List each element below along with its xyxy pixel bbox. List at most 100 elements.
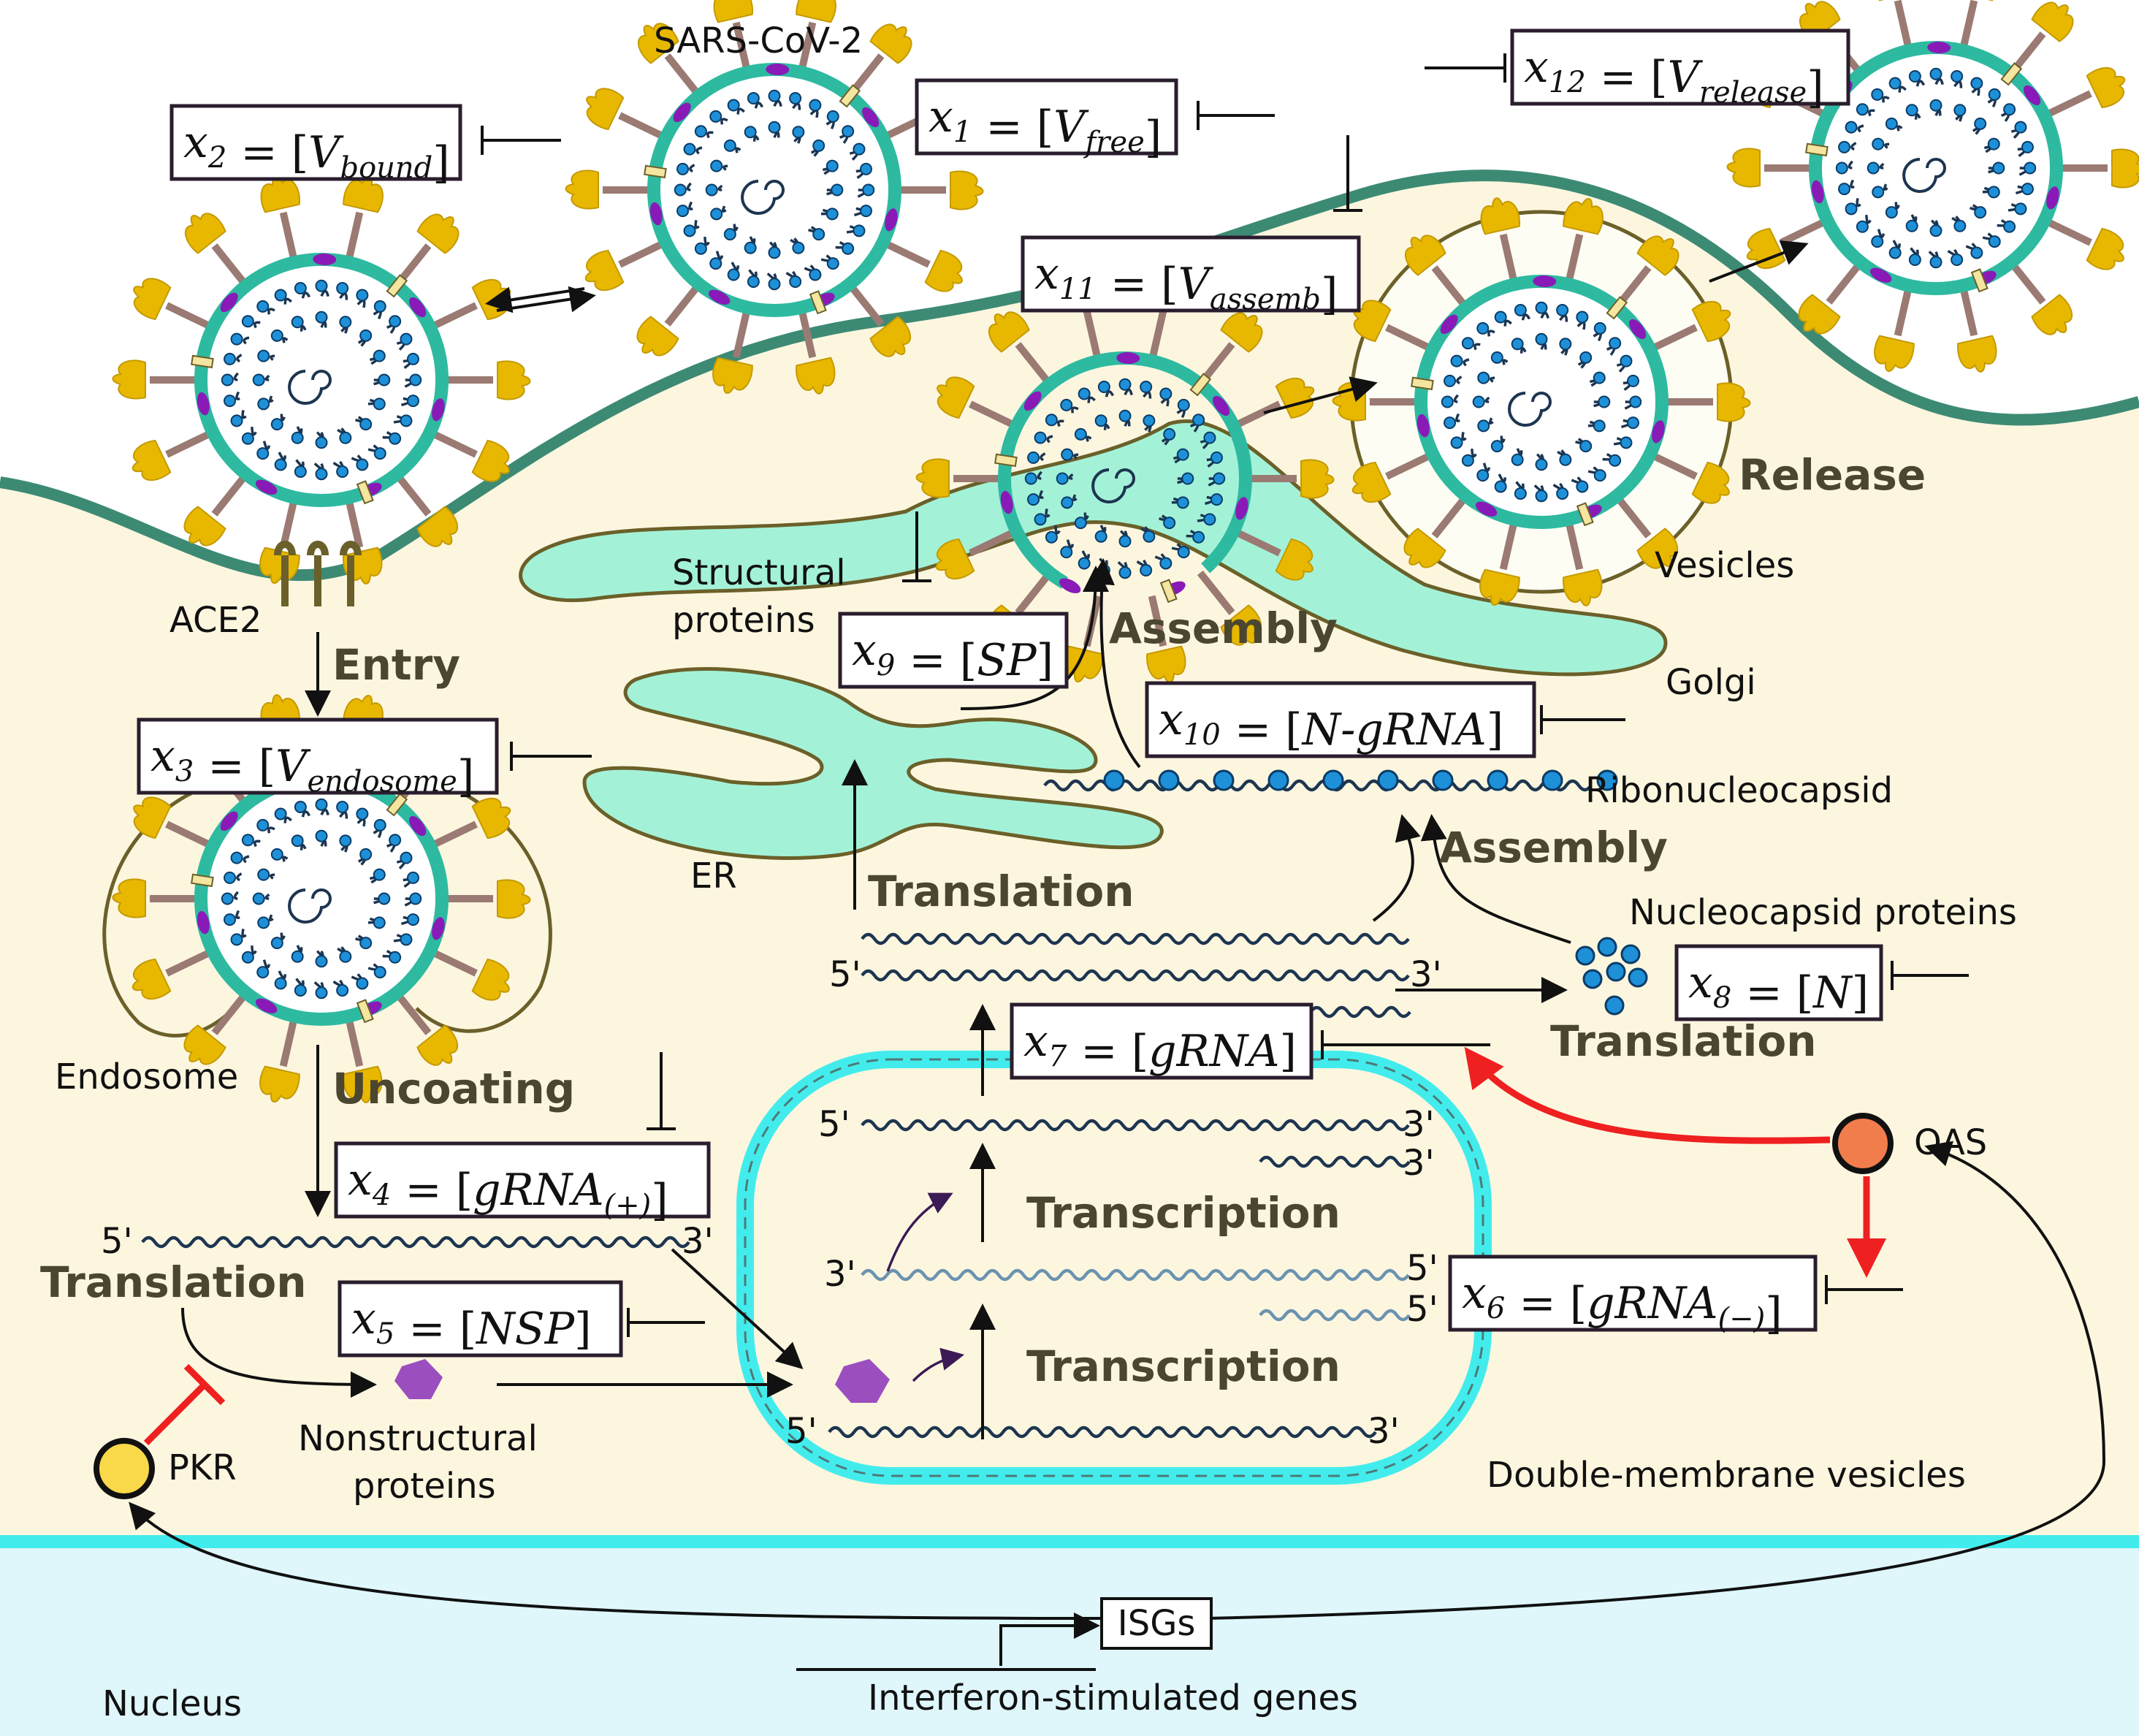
spike-protein bbox=[2086, 227, 2124, 270]
spike-protein bbox=[1874, 335, 1915, 372]
virion-free bbox=[565, 0, 984, 395]
pkr-icon bbox=[94, 1438, 155, 1499]
spike-protein bbox=[1403, 528, 1446, 568]
spike-protein bbox=[1220, 604, 1262, 646]
end-3-dmv-bottom: 3' bbox=[1368, 1411, 1400, 1452]
variable-box-x9: x9 = [SP] bbox=[838, 612, 1069, 689]
spike-protein bbox=[565, 170, 599, 210]
spike-protein bbox=[869, 23, 912, 64]
variable-box-x1: x1 = [Vfree] bbox=[915, 78, 1178, 163]
nucleocapsid-bead bbox=[1103, 769, 1125, 791]
spike-protein bbox=[1563, 568, 1603, 606]
spike-protein bbox=[416, 213, 460, 254]
structural-proteins-label-2: proteins bbox=[672, 600, 815, 641]
spike-protein bbox=[1479, 568, 1520, 606]
nucleus-label: Nucleus bbox=[102, 1683, 242, 1724]
rna-strand-dmv-bottom bbox=[828, 1425, 1377, 1439]
spike-protein bbox=[1275, 377, 1315, 419]
spike-protein bbox=[471, 797, 511, 840]
spike-protein bbox=[796, 0, 836, 23]
nucleocapsid-bead bbox=[1541, 769, 1563, 791]
spike-protein bbox=[183, 1024, 226, 1065]
stage-translation-left: Translation bbox=[40, 1257, 307, 1307]
end-5-dmv-mid-1: 5' bbox=[1406, 1248, 1438, 1289]
structural-proteins-label-1: Structural bbox=[672, 552, 846, 593]
spike-protein bbox=[416, 506, 458, 547]
spike-protein bbox=[1798, 294, 1841, 335]
end-3-dmv-top-2: 3' bbox=[1403, 1143, 1435, 1184]
nonstructural-proteins-label-1: Nonstructural bbox=[298, 1418, 538, 1459]
spike-protein bbox=[2111, 148, 2139, 189]
isgs-box bbox=[1100, 1597, 1213, 1650]
nucleocapsid-protein-cluster bbox=[1575, 937, 1648, 1016]
spike-protein bbox=[471, 278, 511, 321]
spike-protein bbox=[133, 796, 172, 840]
oas-icon bbox=[1832, 1113, 1894, 1174]
spike-protein bbox=[1691, 461, 1730, 504]
end-5-x4: 5' bbox=[101, 1221, 133, 1262]
nucleocapsid-bead bbox=[1158, 769, 1180, 791]
spike-protein bbox=[636, 316, 679, 357]
variable-text-x6: x6 = [gRNA(−)] bbox=[1462, 1268, 1782, 1339]
nucleocapsid-bead bbox=[1267, 769, 1289, 791]
end-5-dmv-mid-2: 5' bbox=[1406, 1289, 1438, 1330]
variable-box-x10: x10 = [N-gRNA] bbox=[1145, 681, 1536, 758]
spike-protein bbox=[2086, 66, 2126, 109]
nucleocapsid-bead bbox=[1377, 769, 1399, 791]
spike-protein bbox=[869, 316, 911, 357]
ribonucleocapsid-label: Ribonucleocapsid bbox=[1585, 770, 1893, 811]
variable-text-x4: x4 = [gRNA(+)] bbox=[348, 1154, 668, 1226]
variable-box-x5: x5 = [NSP] bbox=[338, 1280, 623, 1358]
rna-fragment-dmv-negative bbox=[1259, 1309, 1411, 1322]
vesicles-label: Vesicles bbox=[1655, 545, 1794, 586]
end-5-mid: 5' bbox=[829, 954, 861, 995]
nsp-in-dmv bbox=[835, 1359, 890, 1403]
variable-text-x11: x11 = [Vassemb] bbox=[1034, 248, 1338, 320]
variable-box-x6: x6 = [gRNA(−)] bbox=[1448, 1255, 1818, 1339]
variable-box-x4: x4 = [gRNA(+)] bbox=[334, 1141, 711, 1226]
spike-protein bbox=[259, 1065, 300, 1103]
variable-text-x12: x12 = [Vrelease] bbox=[1524, 42, 1824, 113]
rna-strand-x4 bbox=[141, 1236, 690, 1249]
stage-release: Release bbox=[1739, 450, 1926, 500]
spike-protein bbox=[497, 360, 531, 400]
double-membrane-vesicles-label: Double-membrane vesicles bbox=[1487, 1455, 1966, 1496]
isgs-label: ISGs bbox=[1118, 1603, 1196, 1644]
variable-box-x8: x8 = [N] bbox=[1674, 944, 1883, 1021]
spike-protein bbox=[1275, 538, 1313, 581]
spike-protein bbox=[584, 249, 625, 292]
end-3-mid: 3' bbox=[1410, 954, 1442, 995]
pkr-label: PKR bbox=[168, 1447, 237, 1488]
rna-strand-dmv-top bbox=[861, 1119, 1410, 1132]
endoplasmic-reticulum bbox=[582, 667, 1164, 860]
stage-transcription-top: Transcription bbox=[1026, 1188, 1341, 1238]
rna-strand-mid-bottom bbox=[861, 969, 1410, 982]
rna-strand-dmv-negative bbox=[861, 1268, 1410, 1282]
stage-assembly-top: Assembly bbox=[1109, 604, 1338, 653]
spike-protein bbox=[183, 506, 226, 547]
variable-text-x9: x9 = [SP] bbox=[852, 625, 1053, 686]
spike-protein bbox=[915, 458, 950, 498]
spike-protein bbox=[796, 357, 836, 395]
spike-protein bbox=[950, 170, 984, 210]
variable-text-x3: x3 = [Vendosome] bbox=[150, 731, 474, 802]
nucleocapsid-bead bbox=[1213, 769, 1235, 791]
spike-protein bbox=[1746, 227, 1786, 270]
spike-protein bbox=[1405, 235, 1446, 276]
spike-protein bbox=[1957, 0, 1998, 1]
spike-protein bbox=[259, 547, 300, 584]
spike-protein bbox=[497, 879, 531, 919]
spike-protein bbox=[185, 213, 226, 254]
variable-text-x5: x5 = [NSP] bbox=[351, 1293, 592, 1355]
spike-protein bbox=[471, 958, 510, 1001]
ace2-receptors bbox=[274, 541, 362, 606]
variable-box-x11: x11 = [Vassemb] bbox=[1021, 235, 1361, 320]
spike-protein bbox=[1957, 335, 1997, 373]
endosome-label: Endosome bbox=[55, 1057, 238, 1097]
variable-text-x7: x7 = [gRNA] bbox=[1023, 1016, 1297, 1077]
er-label: ER bbox=[690, 856, 737, 896]
spike-protein bbox=[1875, 0, 1915, 1]
nucleocapsid-bead bbox=[1432, 769, 1454, 791]
end-3-dmv-mid: 3' bbox=[824, 1254, 856, 1295]
spike-protein bbox=[988, 311, 1030, 353]
